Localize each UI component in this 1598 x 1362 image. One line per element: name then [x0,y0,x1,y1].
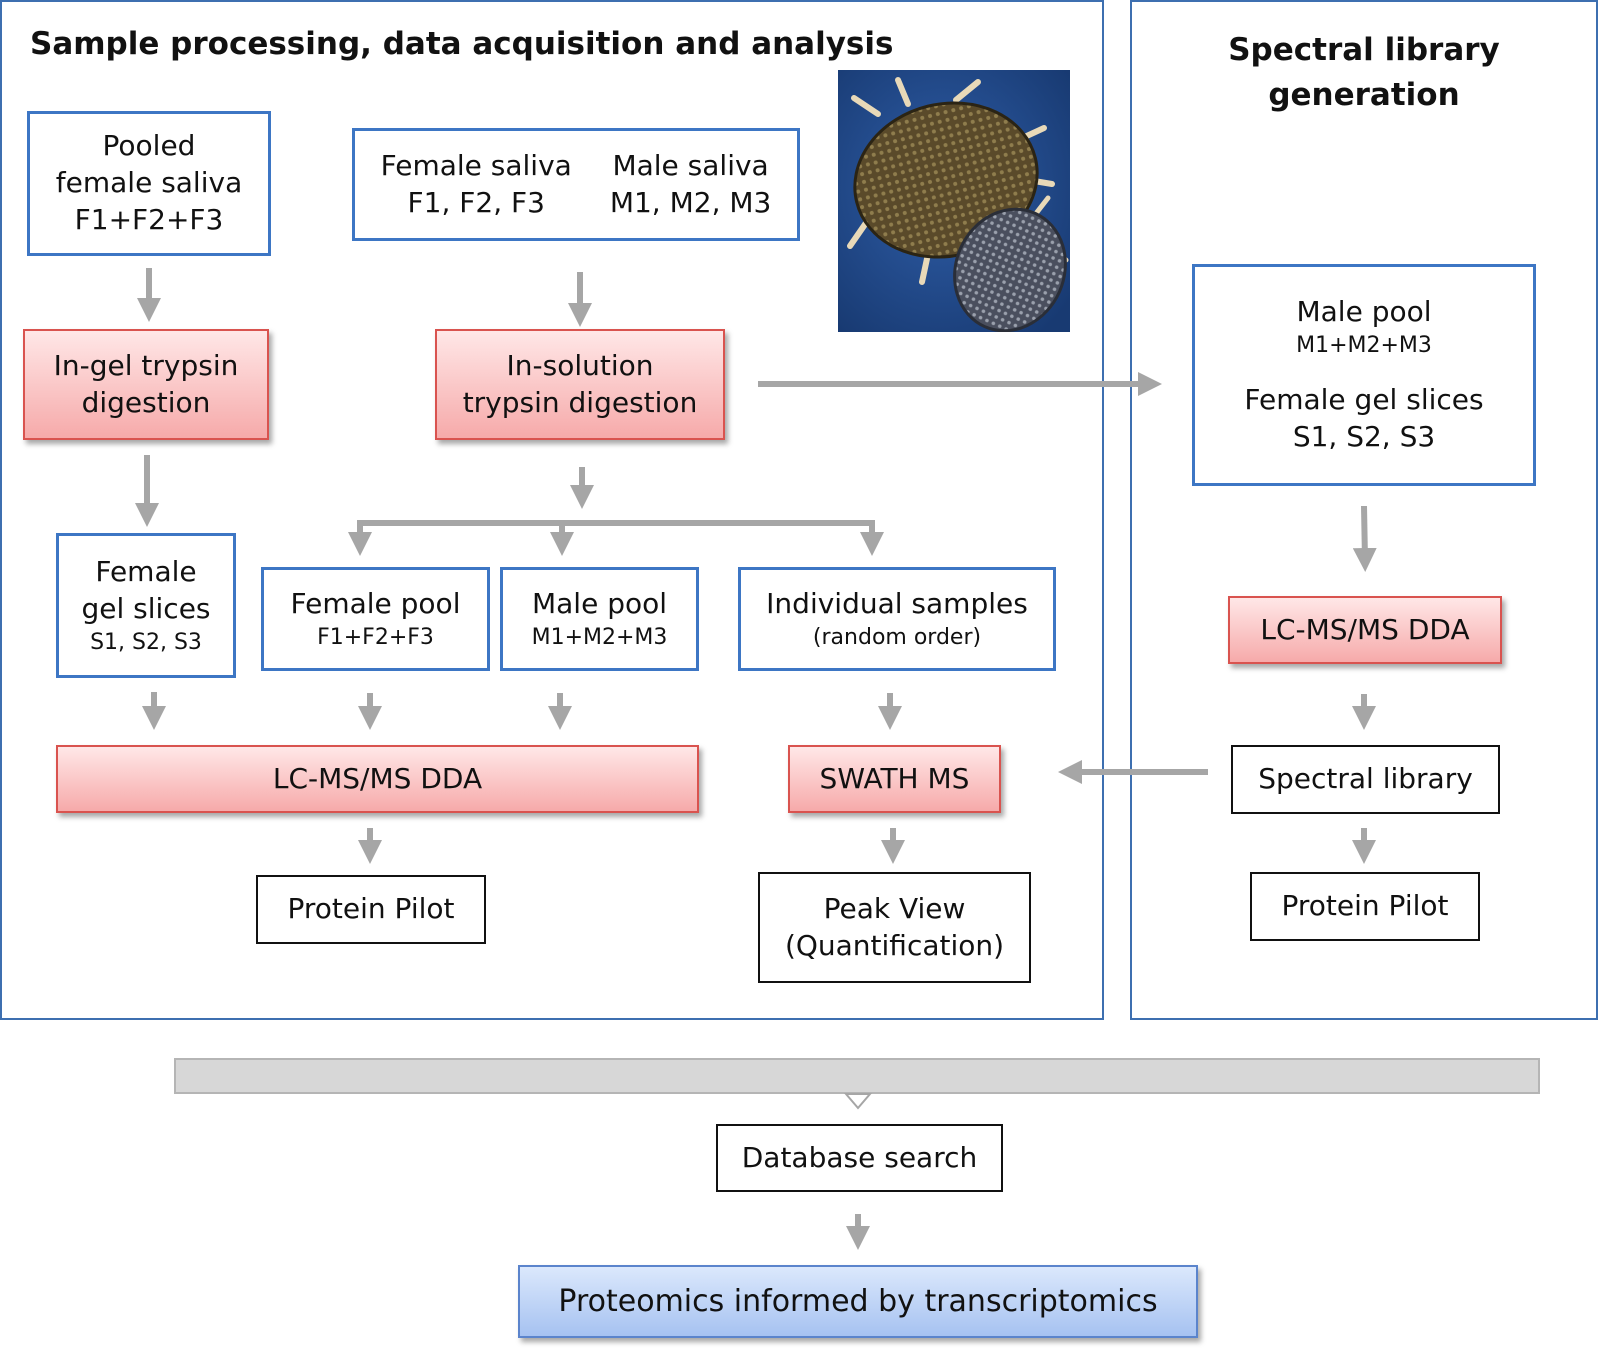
female-saliva-label: Female saliva [380,148,572,182]
female-gel-slices-box: Female gel slices S1, S2, S3 [56,533,236,678]
analysis-panel [0,0,1104,1020]
lcms-dda-right-step: LC-MS/MS DDA [1228,596,1502,664]
library-panel-title: Spectral library generation [1130,28,1598,118]
swath-ms-step: SWATH MS [788,745,1001,813]
female-pool-label: Female pool [290,587,461,620]
male-pool-ids: M1+M2+M3 [531,624,668,650]
library-title-line1: Spectral library [1228,32,1500,68]
male-saliva-label: Male saliva [612,148,769,182]
in-gel-digestion-step: In-gel trypsin digestion [23,329,269,440]
in-gel-line1: In-gel trypsin [53,348,239,382]
arrow-bar-to-search [843,1093,873,1110]
peak-view-line1: Peak View [823,891,966,925]
pooled-line2: female saliva [55,166,243,200]
protein-pilot-left-box: Protein Pilot [256,875,486,944]
peak-view-line2: (Quantification) [784,928,1005,962]
individual-samples-box: Individual samples (random order) [738,567,1056,671]
library-input-line3: Female gel slices [1244,383,1484,417]
library-input-line1: Male pool [1296,295,1432,329]
pooled-female-saliva-box: Pooled female saliva F1+F2+F3 [27,111,271,256]
individual-samples-label: Individual samples [766,587,1028,620]
male-saliva-group: Male saliva M1, M2, M3 [610,148,772,222]
female-gel-line1: Female [95,555,197,589]
library-panel [1130,0,1598,1020]
in-solution-digestion-step: In-solution trypsin digestion [435,329,725,440]
female-pool-box: Female pool F1+F2+F3 [261,567,490,671]
protein-pilot-right-box: Protein Pilot [1250,872,1480,941]
peak-view-box: Peak View (Quantification) [758,872,1031,983]
male-pool-box: Male pool M1+M2+M3 [500,567,699,671]
female-gel-ids: S1, S2, S3 [90,629,202,655]
pooled-line3: F1+F2+F3 [74,202,224,236]
lcms-dda-left-step: LC-MS/MS DDA [56,745,699,813]
library-input-line2: M1+M2+M3 [1296,333,1432,358]
library-input-line4: S1, S2, S3 [1292,419,1436,453]
spectral-library-box: Spectral library [1231,745,1500,814]
female-saliva-group: Female saliva F1, F2, F3 [381,148,572,222]
analysis-panel-title: Sample processing, data acquisition and … [30,26,894,62]
female-saliva-ids: F1, F2, F3 [407,185,545,219]
male-pool-label: Male pool [531,587,668,620]
library-input-box: Male pool M1+M2+M3 Female gel slices S1,… [1192,264,1536,486]
female-pool-ids: F1+F2+F3 [317,624,434,650]
in-gel-line2: digestion [81,385,211,419]
female-gel-line2: gel slices [81,591,211,625]
final-outcome-box: Proteomics informed by transcriptomics [518,1265,1198,1338]
male-saliva-ids: M1, M2, M3 [609,185,772,219]
saliva-samples-box: Female saliva F1, F2, F3 Male saliva M1,… [352,128,800,241]
individual-samples-order: (random order) [812,624,982,650]
in-solution-line2: trypsin digestion [462,385,698,419]
in-solution-line1: In-solution [506,348,654,382]
library-title-line2: generation [1268,76,1460,113]
pooled-line1: Pooled [102,129,196,163]
merge-bar [174,1058,1540,1094]
tick-specimens-photo [838,70,1070,332]
database-search-box: Database search [716,1124,1003,1192]
